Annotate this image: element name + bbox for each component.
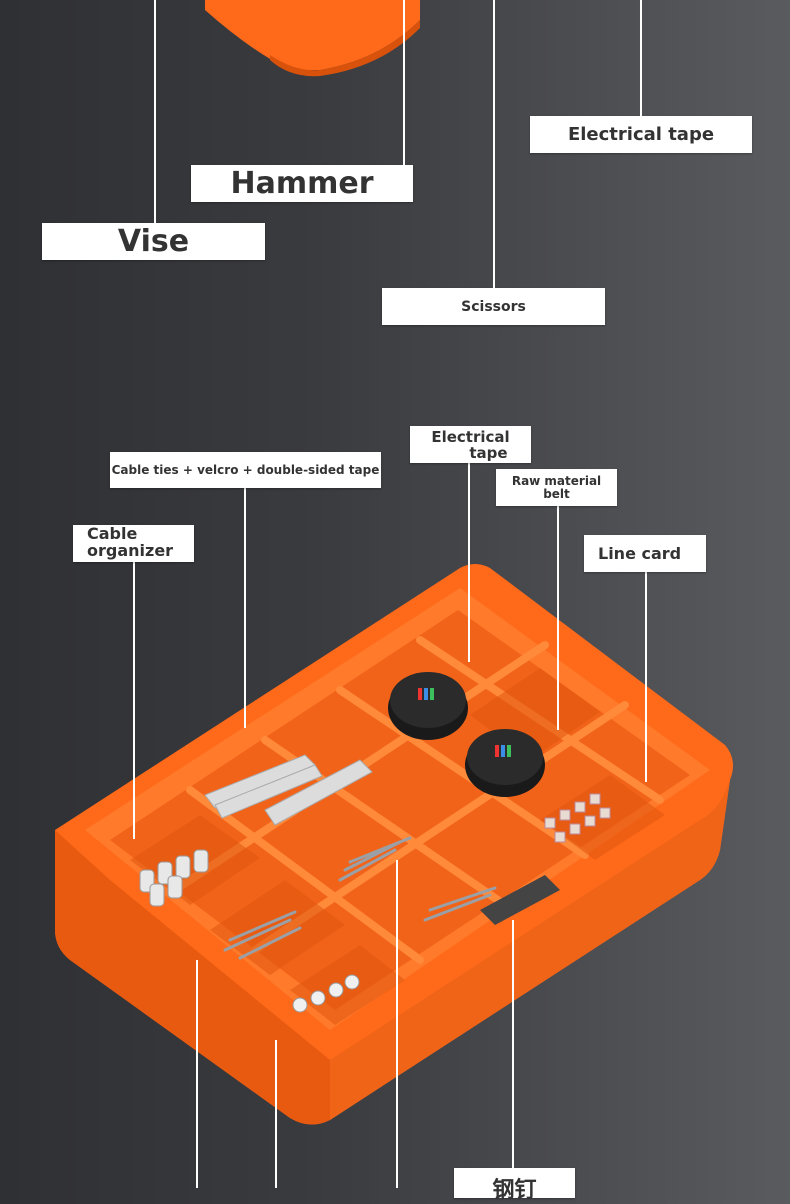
line-cards bbox=[544, 793, 611, 843]
screws bbox=[223, 836, 497, 960]
label-electrical-tape-line2: tape bbox=[469, 443, 508, 462]
label-vise: Vise bbox=[42, 223, 265, 260]
cable-ties bbox=[204, 754, 373, 826]
line-line-card bbox=[645, 572, 647, 782]
line-scissors bbox=[493, 0, 495, 290]
label-cable-organizer-line2: organizer bbox=[87, 541, 174, 560]
line-electrical-tape bbox=[468, 462, 470, 662]
tool-box bbox=[55, 564, 734, 1125]
utility-blade bbox=[480, 875, 560, 925]
line-cable-organizer bbox=[133, 561, 135, 839]
label-scissors: Scissors bbox=[382, 288, 605, 325]
label-steel-nail: 钢钉 bbox=[454, 1168, 575, 1203]
wall-hooks bbox=[292, 974, 360, 1013]
label-electrical-tape: Electrical tape bbox=[410, 426, 531, 463]
line-bottom-1 bbox=[196, 960, 198, 1188]
label-raw-material-line1: Raw material bbox=[511, 473, 602, 488]
electrical-tape-roll-1 bbox=[388, 672, 468, 740]
line-cable-ties bbox=[244, 488, 246, 728]
label-cable-organizer: Cable organizer bbox=[73, 525, 194, 562]
label-line-card: Line card bbox=[584, 535, 706, 572]
line-electrical-tape-top bbox=[640, 0, 642, 118]
label-electrical-tape-top: Electrical tape bbox=[530, 116, 752, 153]
label-raw-material-belt: Raw material belt bbox=[496, 469, 617, 506]
label-hammer: Hammer bbox=[191, 165, 413, 202]
line-hammer bbox=[403, 0, 405, 167]
line-bottom-2 bbox=[275, 1040, 277, 1188]
line-steel-nail bbox=[512, 920, 514, 1170]
line-bottom-3 bbox=[396, 860, 398, 1188]
label-raw-material-line2: belt bbox=[543, 486, 570, 501]
label-cable-ties: Cable ties + velcro + double-sided tape bbox=[110, 452, 381, 488]
cable-organizer-clips bbox=[139, 849, 209, 907]
top-box bbox=[205, 0, 420, 70]
label-cable-organizer-line1: Cable bbox=[87, 524, 138, 543]
line-raw-material bbox=[557, 505, 559, 730]
electrical-tape-roll-2 bbox=[465, 729, 545, 797]
label-electrical-tape-line1: Electrical bbox=[431, 427, 510, 446]
line-vise bbox=[154, 0, 156, 225]
